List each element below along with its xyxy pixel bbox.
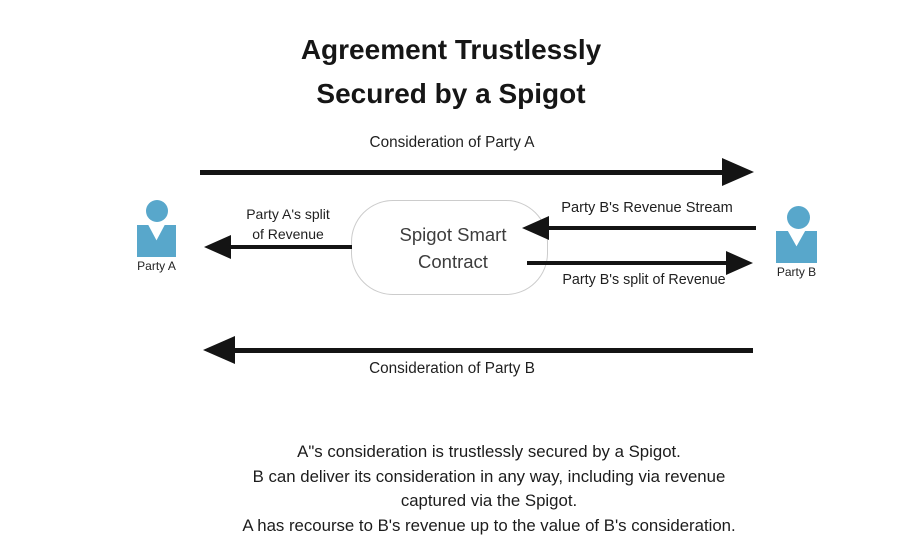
footnote-line4: A has recourse to B's revenue up to the … [242,516,736,536]
diagram-title: Agreement Trustlessly Secured by a Spigo… [301,28,601,116]
footnote: A"s consideration is trustlessly secured… [242,440,735,539]
party-b-figure: Party B [776,206,817,279]
consideration-a-arrow-shaft [200,170,723,175]
split-b-label: Party B's split of Revenue [562,272,726,288]
party-a-person-torso [137,225,176,257]
consideration-a-arrowhead [722,158,754,186]
footnote-line2: B can deliver its consideration in any w… [252,466,726,486]
footnote-line3: captured via the Spigot. [400,491,578,511]
spigot-contract-box: Spigot Smart Contract [351,200,548,295]
footnote-line1: A"s consideration is trustlessly secured… [297,442,681,461]
split-b-arrowhead [726,251,753,275]
split-a-label: Party A's split of Revenue [246,206,330,242]
consideration-b-arrowhead [203,336,235,364]
split-a-arrowhead [204,235,231,259]
party-a-person-icon [145,200,168,222]
title-line1: Agreement Trustlessly [300,34,602,65]
contract-line2: Contract [418,250,488,272]
split-a-arrow-shaft [229,245,352,249]
revenue-b-label: Party B's Revenue Stream [561,200,733,216]
revenue-b-arrow-shaft [547,226,756,230]
party-b-label: Party B [776,265,817,279]
contract-line1: Spigot Smart [399,223,507,245]
consideration-a-label: Consideration of Party A [369,134,535,151]
party-a-figure: Party A [137,200,176,273]
party-b-person-torso [776,231,817,263]
party-b-person-icon [787,206,810,229]
consideration-b-arrow-shaft [233,348,753,353]
consideration-b-label: Consideration of Party B [369,360,535,377]
revenue-b-arrowhead [522,216,549,240]
title-line2: Secured by a Spigot [316,78,586,109]
split-b-arrow-shaft [527,261,727,265]
party-a-label: Party A [137,259,176,273]
